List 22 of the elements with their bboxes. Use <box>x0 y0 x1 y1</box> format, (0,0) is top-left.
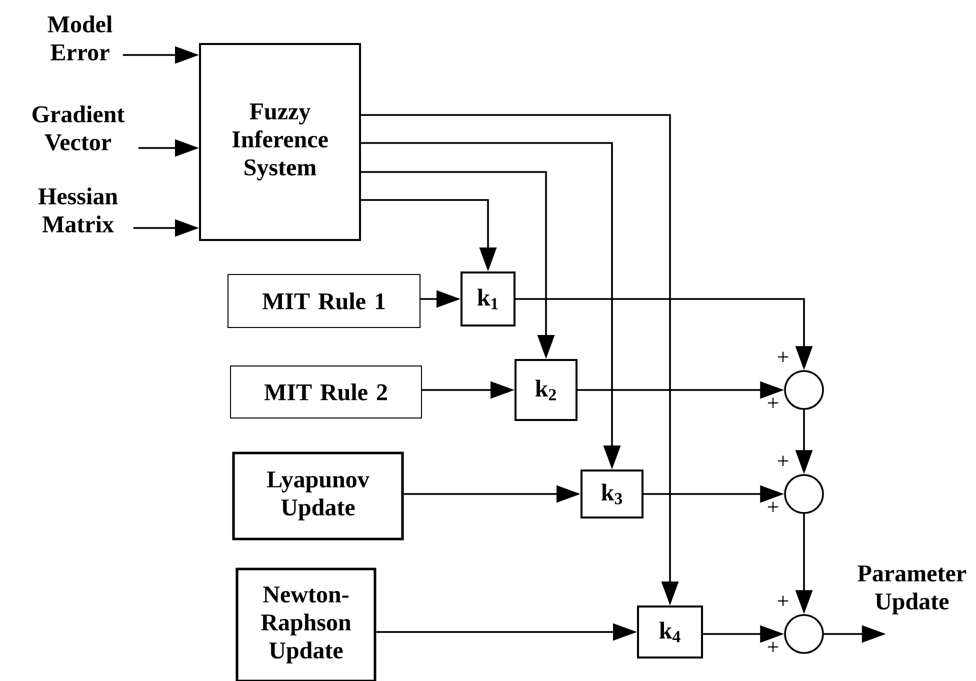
process-box: MIT Rule 1 <box>228 274 420 328</box>
plus-sign: + <box>778 352 788 362</box>
gain-block: k$_{4}$ <box>637 606 703 658</box>
summing-junction <box>784 474 824 514</box>
plus-sign: + <box>768 502 778 512</box>
gain-block: k$_{2}$ <box>514 359 578 421</box>
plus-sign: + <box>768 642 778 652</box>
gain-block: k$_{3}$ <box>580 470 644 518</box>
system-box: Fuzzy Inference System <box>199 43 361 241</box>
input-label: Gradient Vector <box>32 106 125 150</box>
process-box: Lyapunov Update <box>232 452 404 540</box>
summing-junction <box>784 370 824 410</box>
plus-sign: + <box>778 596 788 606</box>
input-label: Hessian Matrix <box>38 188 118 232</box>
edge-label: Parameter Update <box>840 564 976 616</box>
input-label: Model Error <box>48 16 112 60</box>
gain-block: k$_{1}$ <box>460 272 516 326</box>
plus-sign: + <box>778 456 788 466</box>
plus-sign: + <box>768 398 778 408</box>
process-box: Newton-Raphson Update <box>236 568 376 681</box>
process-box: MIT Rule 2 <box>230 366 422 418</box>
summing-junction <box>784 614 824 654</box>
